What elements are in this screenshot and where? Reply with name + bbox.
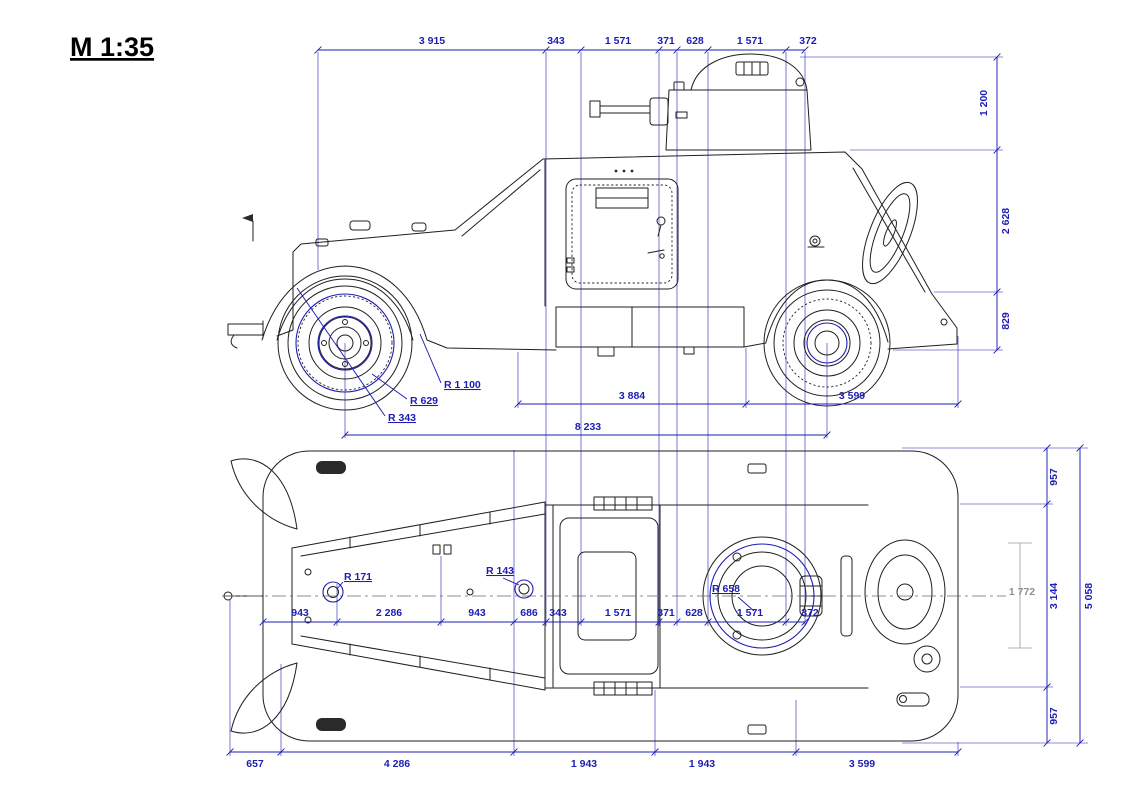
radius-label-r343: R 343 — [388, 412, 416, 424]
plan-middle-dim-7: 628 — [685, 607, 703, 619]
wheel-reference-circles — [295, 293, 848, 393]
top-chain-dim-2: 1 571 — [605, 35, 631, 47]
turret-side — [665, 89, 812, 151]
radius-label-r171: R 171 — [344, 571, 372, 583]
side-height-chain — [993, 53, 1001, 354]
tow-hook — [230, 334, 238, 349]
plan-radius-leaders — [336, 577, 755, 612]
top-chain-dim-4: 628 — [686, 35, 704, 47]
spare-wheel-side — [862, 181, 918, 285]
side-door — [565, 178, 679, 290]
side-height-dim-1: 2 628 — [1000, 208, 1012, 234]
top-chain-dim-1: 343 — [547, 35, 565, 47]
door-handle — [647, 249, 665, 254]
headlight-plan — [316, 461, 346, 474]
side-height-dim-2: 829 — [1000, 312, 1012, 330]
top-chain-dim-3: 371 — [657, 35, 675, 47]
plan-middle-dim-3: 686 — [520, 607, 538, 619]
radius-leaders — [296, 287, 442, 417]
gun-mount — [649, 97, 669, 126]
fuel-cap-plan — [913, 645, 941, 673]
plan-middle-chain — [259, 618, 809, 626]
spare-wheel-plan — [864, 539, 946, 645]
louver-upper — [593, 496, 653, 511]
plan-width-dim-2: 957 — [1048, 707, 1060, 725]
plan-middle-dim-5: 1 571 — [605, 607, 631, 619]
plan-middle-dim-9: 372 — [801, 607, 819, 619]
top-chain-dim-5: 1 571 — [737, 35, 763, 47]
plan-width-chain — [1043, 444, 1084, 747]
front-bumper — [227, 320, 264, 339]
radius-label-r1100: R 1 100 — [444, 379, 481, 391]
front-wheel — [277, 275, 413, 411]
side-height-dim-0: 1 200 — [978, 90, 990, 116]
plan-middle-dim-8: 1 571 — [737, 607, 763, 619]
plan-bottom-chain — [226, 748, 962, 756]
bottom-chain-dim-0: 657 — [246, 758, 264, 770]
running-board — [426, 339, 557, 351]
bottom-chain-dim-1: 4 286 — [384, 758, 410, 770]
front-fender-plan-lower — [230, 662, 298, 734]
side-lower-dims — [341, 400, 962, 439]
top-dimension-chain — [314, 46, 809, 54]
louver-lower — [593, 681, 653, 696]
scale-title: M 1:35 — [70, 32, 154, 62]
overall-length-dim: 8 233 — [575, 421, 601, 433]
rear-fender — [765, 279, 889, 343]
pistol-port — [656, 216, 666, 226]
bottom-chain-dim-2: 1 943 — [571, 758, 597, 770]
track-width-dim: 1 772 — [1009, 586, 1035, 598]
tail-light — [940, 318, 948, 326]
bottom-chain-dim-3: 1 943 — [689, 758, 715, 770]
overall-width-dim: 5 058 — [1083, 583, 1095, 609]
plan-middle-dim-2: 943 — [468, 607, 486, 619]
side-lower-dim-1: 3 599 — [839, 390, 865, 402]
front-fender-plan-upper — [230, 458, 298, 530]
windshield-line — [461, 169, 541, 237]
hood-intake — [349, 220, 371, 231]
bottom-chain-dim-4: 3 599 — [849, 758, 875, 770]
step — [597, 346, 615, 357]
side-lower-dim-0: 3 884 — [619, 390, 645, 402]
flag-icon — [242, 214, 253, 222]
hull-profile — [292, 151, 958, 350]
rear-crank-plan — [896, 692, 930, 707]
plan-view-drawing — [223, 450, 959, 742]
plan-width-dim-1: 3 144 — [1048, 583, 1060, 609]
radius-label-r629: R 629 — [410, 395, 438, 407]
plan-middle-dim-0: 943 — [291, 607, 309, 619]
plan-middle-dim-6: 371 — [657, 607, 675, 619]
stowage-box — [555, 306, 745, 348]
plan-middle-dim-1: 2 286 — [376, 607, 402, 619]
radius-label-r143: R 143 — [486, 565, 514, 577]
front-fender — [261, 265, 428, 341]
plan-middle-dim-4: 343 — [549, 607, 567, 619]
top-chain-dim-6: 372 — [799, 35, 817, 47]
turret-knob — [795, 77, 805, 87]
top-chain-dim-0: 3 915 — [419, 35, 445, 47]
hood-intake-2 — [411, 222, 427, 232]
radius-label-r658: R 658 — [712, 583, 740, 595]
side-view-drawing — [227, 53, 958, 357]
plan-width-dim-0: 957 — [1048, 468, 1060, 486]
turret-slit — [675, 111, 688, 119]
filler-cap — [315, 238, 329, 247]
track-width-dim-lines — [1008, 542, 1032, 649]
turret-dome — [690, 53, 808, 91]
gun-muzzle — [589, 100, 601, 118]
plan-reference-circles — [322, 543, 815, 649]
